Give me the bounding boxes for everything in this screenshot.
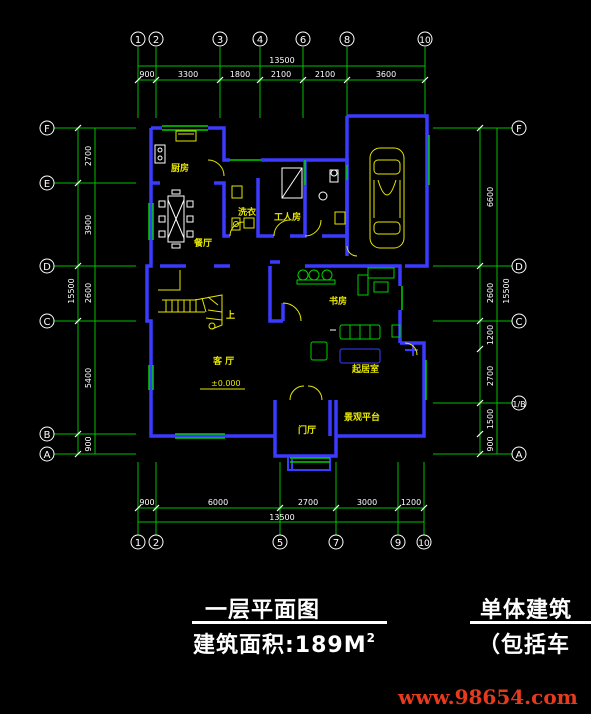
dim-top: 2100 [315,70,335,79]
dim-bottom: 1200 [401,498,421,507]
dim-left: 900 [84,436,93,451]
dim-bottom: 2700 [298,498,318,507]
maid-room-fixtures [281,167,346,225]
axis-label-side: F [516,124,522,135]
area-superscript: 2 [366,630,376,645]
dim-top: 1800 [230,70,250,79]
kitchen-fixtures [154,130,197,164]
dimension-values: 13500 900 3300 1800 2100 2100 3600 13500… [139,56,421,522]
watermark-text: www.98654.com [398,685,578,709]
dim-right: 900 [486,436,495,451]
axis-label-side: D [43,262,51,273]
dim-right: 1200 [486,325,495,345]
axis-grid-vertical [137,47,426,535]
dim-top: 900 [139,70,154,79]
axis-label-top: 8 [344,35,350,46]
axis-bubbles-side: F F E D D C C 1/B B A A [39,120,527,462]
side-title-underline [470,621,591,624]
axis-label-top: 10 [419,36,431,46]
axis-label-side: C [44,317,51,328]
axis-label-bottom: 1 [135,538,141,549]
staircase [158,270,223,330]
room-label-study: 书房 [329,295,347,307]
dim-top: 3600 [376,70,396,79]
room-label-dining: 餐厅 [193,237,212,249]
axis-label-side: C [516,317,523,328]
dim-right: 2700 [486,366,495,386]
dim-left: 3900 [84,215,93,235]
dim-right: 2600 [486,283,495,303]
dim-left: 2600 [84,283,93,303]
dim-bottom: 3000 [357,498,377,507]
dim-left: 5400 [84,368,93,388]
axis-label-top: 4 [257,35,263,46]
room-label-living: 客 厅 [212,355,234,367]
dimension-ticks [74,76,484,512]
dim-left-total: 15500 [67,278,76,303]
dimension-values-right: 6600 2600 1200 2700 1500 900 15500 [486,187,511,452]
axis-label-top: 1 [135,35,141,46]
area-caption: 建筑面积:189M2 [193,627,376,659]
side-title: 单体建筑 [480,598,573,623]
drawing-title: 一层平面图 [205,598,321,623]
dim-right: 6600 [486,187,495,207]
axis-label-top: 2 [153,35,159,46]
axis-label-side: D [515,262,523,273]
room-label-laundry: 洗衣 [238,206,256,218]
laundry-fixtures [231,185,255,231]
car [369,147,405,249]
axis-label-side: 1/B [512,400,525,409]
axis-label-top: 3 [217,35,223,46]
area-label: 建筑面积:189M [193,633,367,658]
dim-left: 2700 [84,146,93,166]
axis-label-side: A [516,450,523,461]
dimension-values-left: 2700 3900 2600 5400 900 15500 [67,146,93,452]
axis-bubbles-bottom: 1 2 5 7 9 10 [130,534,432,550]
title-underline [192,621,387,624]
axis-label-top: 6 [300,35,306,46]
side-subtitle: （包括车 [478,633,571,658]
axis-label-bottom: 5 [277,538,283,549]
axis-label-bottom: 10 [418,539,430,549]
study-furniture [296,267,395,296]
room-label-foyer: 门厅 [298,424,316,436]
axis-label-bottom: 2 [153,538,159,549]
axis-label-side: A [44,450,51,461]
axis-label-bottom: 9 [395,538,401,549]
dim-top: 3300 [178,70,198,79]
room-label-kitchen: 厨房 [171,162,189,174]
axis-label-side: E [44,179,50,190]
axis-grid-horizontal [54,127,512,455]
dim-right: 1500 [486,409,495,429]
room-label-terrace: 景观平台 [344,411,380,423]
dim-bottom: 6000 [208,498,228,507]
dining-table [158,189,194,249]
elevation-mark: ±0.000 [211,379,241,388]
room-label-family: 起居室 [351,363,379,375]
axis-bubbles-top: 1 2 3 4 6 8 10 [130,31,433,47]
stair-up-label: 上 [226,309,235,321]
wall-details [287,343,418,471]
windows [148,125,430,463]
dim-top-total: 13500 [269,56,294,65]
axis-label-side: F [44,124,50,135]
dim-right-total: 15500 [502,278,511,303]
dimension-lines [77,65,498,523]
dim-top: 2100 [271,70,291,79]
dim-bottom: 900 [139,498,154,507]
axis-label-side: B [44,430,51,441]
axis-label-bottom: 7 [333,538,339,549]
family-room-sofa [310,324,401,364]
dim-bottom-total: 13500 [269,513,294,522]
room-label-maid: 工人房 [274,211,301,223]
